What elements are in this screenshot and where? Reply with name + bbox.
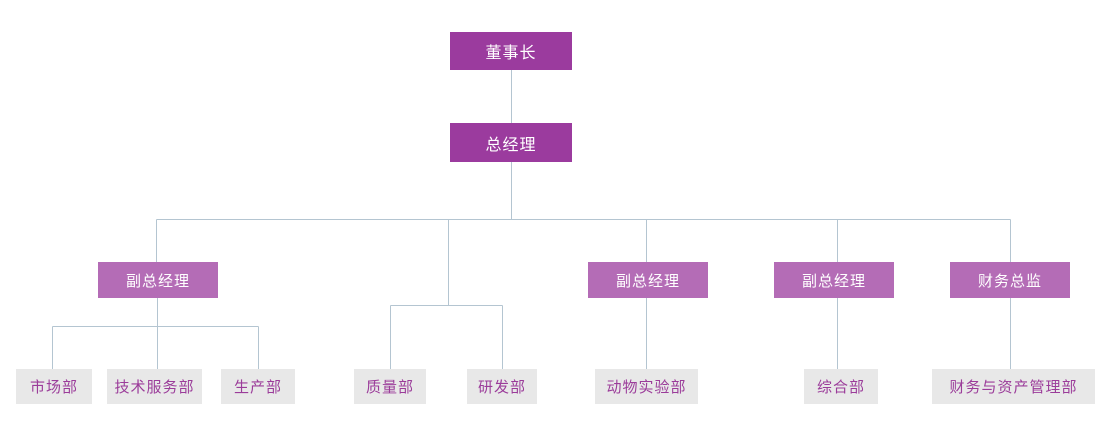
org-node-dept-production: 生产部 (221, 369, 295, 404)
org-node-chairman: 董事长 (450, 32, 572, 70)
org-node-dept-tech-service: 技术服务部 (107, 369, 202, 404)
org-node-dept-general-affairs: 综合部 (804, 369, 878, 404)
org-node-cfo: 财务总监 (950, 262, 1070, 298)
org-node-vp1: 副总经理 (98, 262, 218, 298)
org-node-vp3: 副总经理 (774, 262, 894, 298)
org-node-dept-marketing: 市场部 (16, 369, 92, 404)
org-node-dept-animal-lab: 动物实验部 (595, 369, 698, 404)
org-node-dept-quality: 质量部 (354, 369, 426, 404)
org-node-vp2: 副总经理 (588, 262, 708, 298)
org-node-dept-rnd: 研发部 (467, 369, 537, 404)
org-node-dept-finance-assets: 财务与资产管理部 (932, 369, 1095, 404)
org-node-general-manager: 总经理 (450, 123, 572, 162)
